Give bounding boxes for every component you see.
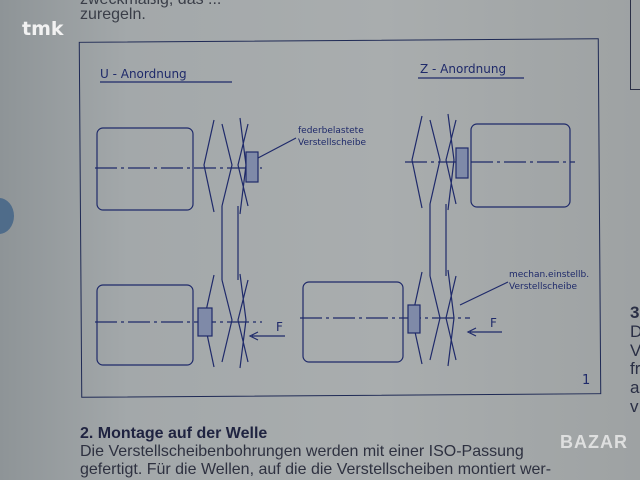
right-column-box xyxy=(630,0,640,90)
annotation-mech-line1: mechan.einstellb. xyxy=(509,270,589,280)
motor-box xyxy=(96,284,194,366)
right-column-text: V xyxy=(630,341,640,360)
right-column-text: 3 xyxy=(630,303,640,322)
right-column-text: D xyxy=(630,322,640,341)
force-arrow xyxy=(466,327,502,337)
motor-box xyxy=(96,127,194,211)
right-column-text: a xyxy=(630,378,640,397)
force-arrow xyxy=(248,331,285,341)
leader-line xyxy=(257,137,297,159)
hub xyxy=(197,307,213,337)
figure-number: 1 xyxy=(582,373,590,388)
right-column-text: fr xyxy=(630,359,640,378)
punch-hole xyxy=(0,198,14,234)
hub xyxy=(245,151,259,183)
annotation-spring-line2: Verstellscheibe xyxy=(298,138,367,148)
label-u-arrangement: U - Anordnung xyxy=(100,67,187,81)
section-heading: 2. Montage auf der Welle xyxy=(80,425,268,442)
pulley xyxy=(411,113,457,211)
pulley xyxy=(203,117,249,215)
motor-box xyxy=(302,281,404,363)
bazar-watermark: BAZAR xyxy=(560,432,628,452)
annotation-mech-line2: Verstellscheibe xyxy=(509,282,578,292)
annotation-spring-line1: federbelastete xyxy=(298,126,364,136)
top-text-line: zweckmäßig, das ... xyxy=(80,0,221,9)
force-label: F xyxy=(490,316,497,330)
label-z-arrangement: Z - Anordnung xyxy=(420,62,506,76)
body-text-line: Die Verstellscheibenbohrungen werden mit… xyxy=(80,443,524,460)
hub xyxy=(407,304,421,334)
motor-box xyxy=(470,123,571,208)
leader-line xyxy=(459,281,509,306)
right-column-text: v xyxy=(630,397,639,416)
top-text-line: zuregeln. xyxy=(80,6,146,23)
force-label: F xyxy=(276,320,283,334)
watermark-logo: tmk xyxy=(22,18,64,40)
hub xyxy=(455,147,469,179)
body-text-line: gefertigt. Für die Wellen, auf die die V… xyxy=(80,461,552,478)
